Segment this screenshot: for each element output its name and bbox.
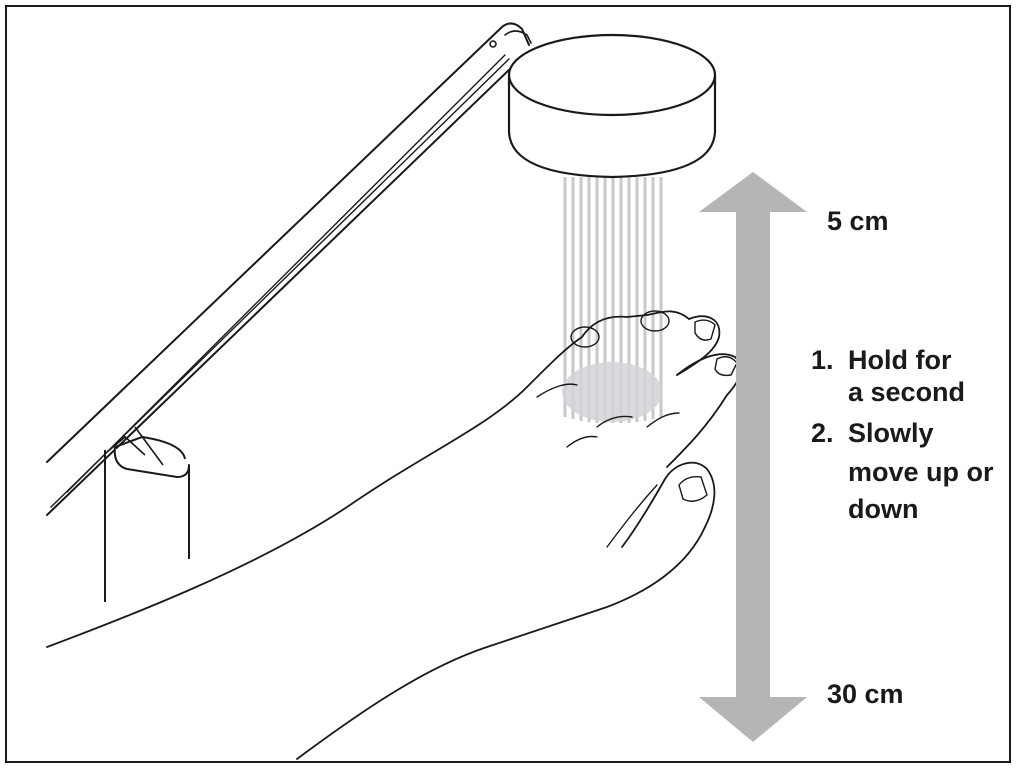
lamp-clamp	[104, 426, 190, 602]
instruction-2-line-2: move up or	[848, 457, 994, 487]
instruction-1-line-2: a second	[848, 377, 966, 407]
instruction-1-line-1: Hold for	[848, 345, 952, 375]
diagram-frame: 5 cm 30 cm 1. Hold for a second 2. Slowl…	[5, 5, 1011, 763]
lamp-arm	[46, 22, 532, 516]
instruction-2-number: 2.	[811, 418, 834, 448]
illustration	[46, 22, 807, 760]
distance-max-label: 30 cm	[827, 679, 904, 709]
instruction-2-line-3: down	[848, 494, 919, 524]
lamp-head-icon	[507, 33, 717, 179]
instruction-2-line-1: Slowly	[848, 418, 934, 448]
instruction-1-number: 1.	[811, 345, 834, 375]
distance-min-label: 5 cm	[827, 206, 889, 236]
double-arrow-icon	[699, 172, 807, 742]
light-beam	[562, 175, 667, 425]
hand-illustration	[46, 310, 742, 760]
